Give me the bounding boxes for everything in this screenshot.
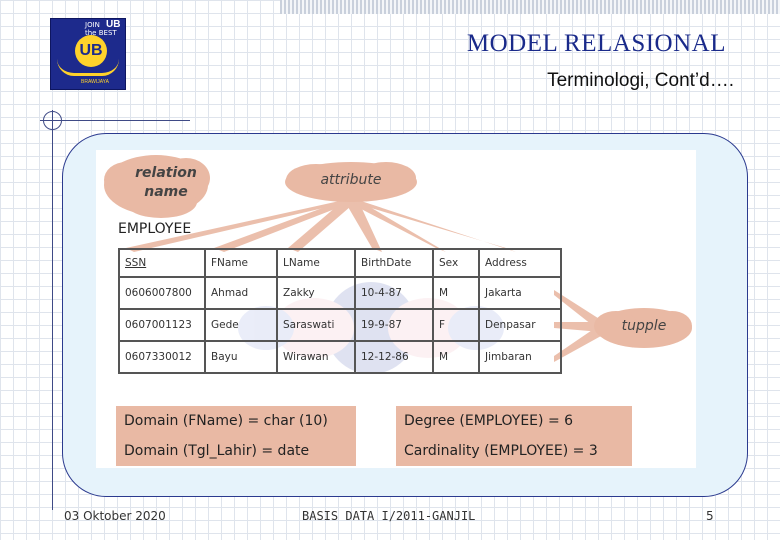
logo-university: BRAWIJAYA xyxy=(81,79,109,85)
tupple-label: tupple xyxy=(621,318,667,334)
column-header-fname: FName xyxy=(204,248,278,278)
table-cell: Jakarta xyxy=(478,276,562,310)
table-cell: 19-9-87 xyxy=(354,308,434,342)
decor-circle xyxy=(43,111,62,130)
degree-text: Degree (EMPLOYEE) = 6 xyxy=(404,413,574,429)
tupple-cloud xyxy=(594,308,692,348)
cardinality-text: Cardinality (EMPLOYEE) = 3 xyxy=(404,443,598,459)
table-cell: Gede xyxy=(204,308,278,342)
decor-vertical-line xyxy=(52,110,53,510)
logo-the-best: the BEST xyxy=(85,29,117,37)
table-cell: Ahmad xyxy=(204,276,278,310)
logo-ub-small: UB xyxy=(106,19,121,30)
domain-box-right: Degree (EMPLOYEE) = 6 Cardinality (EMPLO… xyxy=(396,406,632,466)
decor-horizontal-line xyxy=(40,120,190,121)
logo-swoosh xyxy=(57,59,119,76)
table-cell: Saraswati xyxy=(276,308,356,342)
employee-relation-table: SSN FName LName BirthDate Sex Address 06… xyxy=(118,248,562,374)
footer-date: 03 Oktober 2020 xyxy=(64,509,166,523)
ub-logo: JOIN UB the BEST UB BRAWIJAYA xyxy=(50,18,126,90)
logo-join-text: JOIN xyxy=(85,21,100,29)
column-header-ssn: SSN xyxy=(118,248,206,278)
domain-fname-text: Domain (FName) = char (10) xyxy=(124,413,328,429)
column-header-birthdate: BirthDate xyxy=(354,248,434,278)
relation-name-label: relation name xyxy=(135,165,197,200)
tupple-arrows xyxy=(554,290,601,362)
table-cell: Denpasar xyxy=(478,308,562,342)
table-cell: Wirawan xyxy=(276,340,356,374)
relational-model-figure: relation name attribute tupple EMPLOYEE … xyxy=(96,150,696,468)
table-header-row: SSN FName LName BirthDate Sex Address xyxy=(118,248,562,278)
column-header-sex: Sex xyxy=(432,248,480,278)
attribute-cloud xyxy=(285,162,417,202)
column-header-lname: LName xyxy=(276,248,356,278)
table-row: 0606007800 Ahmad Zakky 10-4-87 M Jakarta xyxy=(118,276,562,310)
table-cell: Jimbaran xyxy=(478,340,562,374)
top-decorative-band xyxy=(280,0,780,14)
table-cell: 12-12-86 xyxy=(354,340,434,374)
table-cell: 10-4-87 xyxy=(354,276,434,310)
slide-title: MODEL RELASIONAL xyxy=(466,30,726,57)
domain-tgl-lahir-text: Domain (Tgl_Lahir) = date xyxy=(124,443,310,459)
table-cell: M xyxy=(432,276,480,310)
table-row: 0607001123 Gede Saraswati 19-9-87 F Denp… xyxy=(118,308,562,342)
table-cell: M xyxy=(432,340,480,374)
table-row: 0607330012 Bayu Wirawan 12-12-86 M Jimba… xyxy=(118,340,562,374)
relation-title: EMPLOYEE xyxy=(118,221,192,237)
page-number: 5 xyxy=(706,509,714,523)
table-cell: 0607001123 xyxy=(118,308,206,342)
table-cell: Bayu xyxy=(204,340,278,374)
attribute-arrows xyxy=(126,200,516,252)
slide-subtitle: Terminologi, Cont’d…. xyxy=(547,70,734,91)
relation-name-cloud xyxy=(104,155,210,218)
table-cell: F xyxy=(432,308,480,342)
column-header-address: Address xyxy=(478,248,562,278)
table-cell: 0607330012 xyxy=(118,340,206,374)
footer-course: BASIS DATA I/2011-GANJIL xyxy=(302,509,476,523)
table-cell: 0606007800 xyxy=(118,276,206,310)
table-cell: Zakky xyxy=(276,276,356,310)
attribute-label: attribute xyxy=(320,172,382,188)
domain-box-left: Domain (FName) = char (10) Domain (Tgl_L… xyxy=(116,406,356,466)
